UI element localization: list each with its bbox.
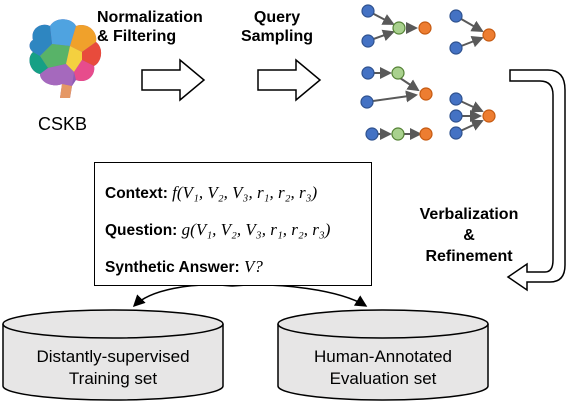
evaluation-set-label: Human-Annotated Evaluation set: [278, 346, 488, 390]
query-graph-1: [361, 4, 432, 48]
verbalization-arrow: [506, 69, 566, 292]
training-set-cylinder: [2, 309, 224, 401]
verbalization-label: Verbalization & Refinement: [404, 204, 534, 267]
answer-label: Synthetic Answer:: [105, 259, 240, 276]
question-row: Question: g(V₁, V₂, V₃, r₁, r₂, r₃): [105, 220, 330, 240]
query-sampling-label-line2: Sampling: [240, 28, 313, 45]
query-sampling-label: Query Sampling: [237, 8, 317, 46]
verbalization-label-line3: Refinement: [425, 248, 513, 265]
to-evaluation-arrow: [231, 284, 368, 307]
context-label: Context:: [105, 185, 168, 202]
query-graph-5: [365, 127, 433, 141]
query-sampling-arrow: [257, 58, 322, 102]
cskb-label: CSKB: [38, 114, 88, 134]
evaluation-set-line2: Evaluation set: [329, 369, 437, 388]
training-set-line2: Training set: [68, 369, 158, 388]
example-box: Context: f(V₁, V₂, V₃, r₁, r₂, r₃) Quest…: [94, 162, 372, 286]
verbalization-label-line2: &: [463, 227, 475, 244]
query-graph-2: [449, 9, 496, 55]
to-training-arrow: [132, 284, 233, 308]
answer-row: Synthetic Answer: V?: [105, 257, 263, 277]
question-formula: g(V₁, V₂, V₃, r₁, r₂, r₃): [181, 220, 331, 239]
training-set-label: Distantly-supervised Training set: [3, 346, 223, 390]
evaluation-set-line1: Human-Annotated: [314, 347, 452, 366]
evaluation-set-cylinder: [277, 309, 489, 401]
question-label: Question:: [105, 222, 178, 239]
context-formula: f(V₁, V₂, V₃, r₁, r₂, r₃): [172, 183, 318, 202]
query-graph-3: [360, 66, 433, 109]
training-set-line1: Distantly-supervised: [36, 347, 190, 366]
verbalization-label-line1: Verbalization: [419, 206, 519, 223]
brain-icon: [29, 19, 102, 98]
answer-formula: V?: [243, 257, 263, 276]
query-graph-4: [449, 92, 496, 140]
normalization-label-line2: & Filtering: [97, 28, 177, 45]
normalization-arrow: [141, 58, 206, 102]
normalization-label-line1: Normalization: [97, 9, 203, 26]
context-row: Context: f(V₁, V₂, V₃, r₁, r₂, r₃): [105, 183, 317, 203]
query-sampling-label-line1: Query: [253, 9, 301, 26]
normalization-label: Normalization & Filtering: [97, 8, 203, 46]
